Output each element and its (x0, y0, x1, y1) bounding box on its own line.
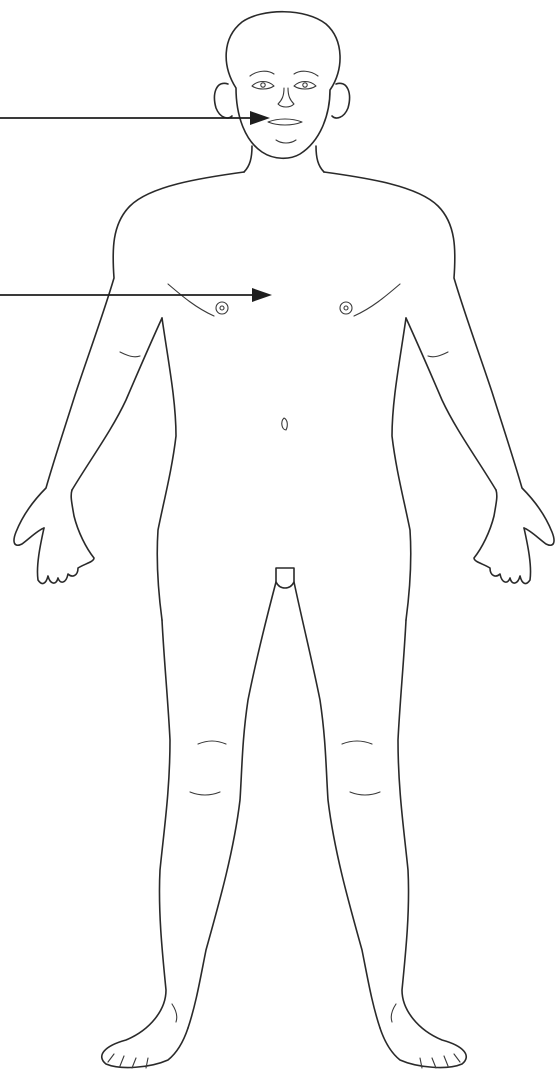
left-eyebrow (250, 71, 274, 76)
body-left-outline (14, 172, 244, 545)
left-ankle (172, 1004, 177, 1022)
left-hand (37, 490, 94, 583)
left-pupil (261, 83, 265, 87)
right-leg-outer (380, 620, 466, 1067)
left-nipple (216, 302, 228, 314)
mouth (268, 119, 302, 125)
torso-left-side (157, 318, 176, 620)
mouth-pointer (0, 111, 270, 125)
right-nipple (340, 302, 352, 314)
neck-left (244, 146, 252, 172)
right-ear (332, 83, 350, 118)
left-ear (215, 83, 233, 118)
left-arm-inner (72, 318, 162, 490)
right-pectoral-line (354, 284, 400, 316)
head-outline (226, 12, 340, 159)
neck-right (316, 146, 324, 172)
right-leg-inner (294, 582, 380, 1028)
left-knee-upper (198, 741, 226, 744)
right-nipple-center (344, 306, 348, 310)
legs (102, 582, 467, 1068)
right-elbow-crease (428, 352, 448, 357)
torso (14, 146, 554, 620)
chest-pointer (0, 288, 272, 302)
left-nipple-center (220, 306, 224, 310)
right-eyebrow (294, 71, 318, 76)
groin (276, 568, 294, 588)
right-pupil (303, 83, 307, 87)
right-knee-lower (350, 792, 380, 795)
right-ankle (391, 1004, 396, 1022)
body-right-outline (324, 172, 554, 545)
chest-pointer-arrowhead (252, 288, 272, 302)
right-hand (474, 490, 531, 583)
head (215, 12, 350, 159)
torso-right-side (392, 318, 411, 620)
mouth-pointer-arrowhead (250, 111, 270, 125)
chin-line (276, 140, 296, 143)
right-knee-upper (342, 741, 372, 744)
left-leg-inner (188, 582, 276, 1028)
navel (282, 418, 287, 430)
left-pectoral-line (168, 284, 214, 316)
left-elbow-crease (120, 352, 140, 357)
right-arm-inner (406, 318, 496, 490)
nose (278, 88, 294, 107)
left-knee-lower (190, 792, 220, 795)
left-leg-outer (102, 620, 188, 1067)
